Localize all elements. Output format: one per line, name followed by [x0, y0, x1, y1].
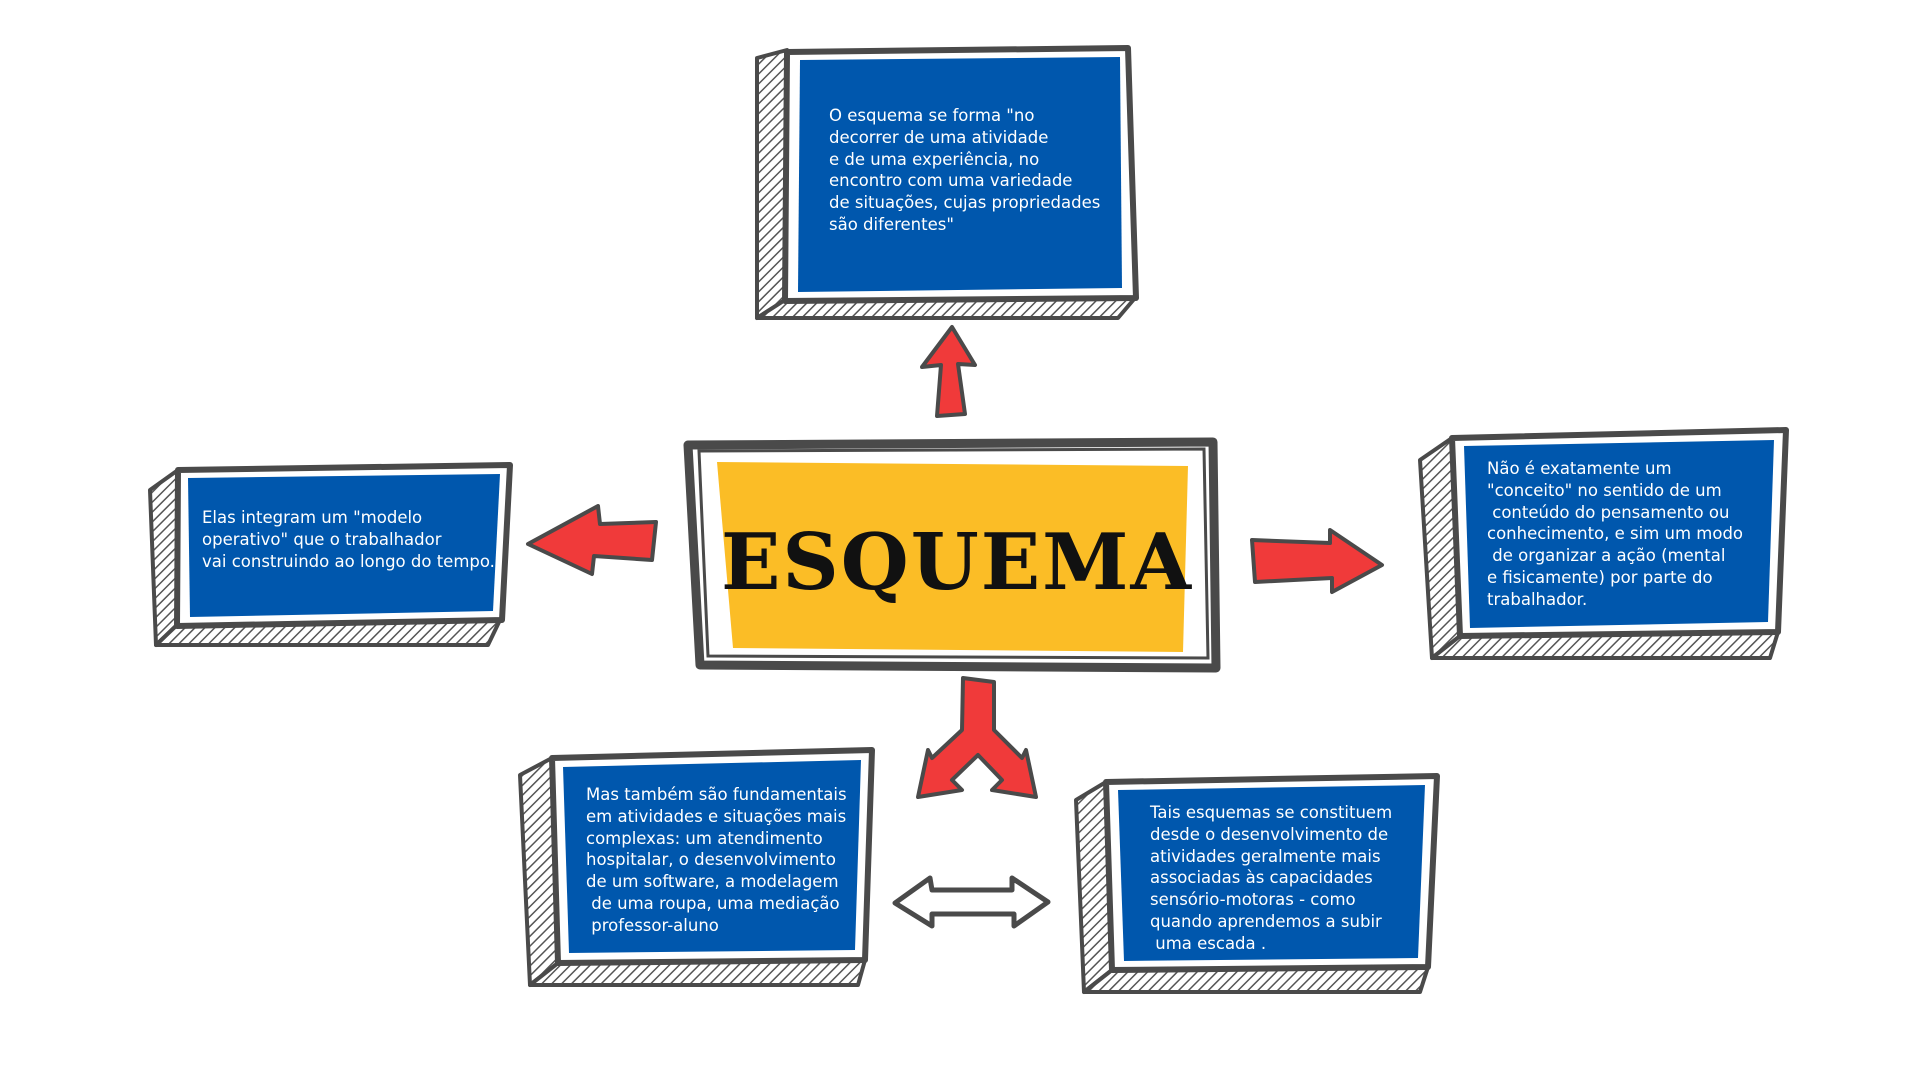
center-title: ESQUEMA [720, 516, 1194, 608]
node-right-fill [1464, 440, 1774, 628]
node-left-fill [188, 474, 500, 617]
node-left-side-hatch [148, 468, 180, 647]
node-right-box [1418, 427, 1789, 660]
node-bottom-right-fill [1118, 785, 1425, 961]
node-top-fill [798, 57, 1122, 292]
node-right-text: Não é exatamente um "conceito" no sentid… [1487, 459, 1744, 609]
center-fill [717, 462, 1188, 652]
node-bottom-left-text: Mas também são fundamentais em atividade… [586, 785, 847, 935]
arrow-split-down [916, 676, 1038, 799]
arrow-left [526, 504, 658, 576]
arrow-double-horizontal [892, 875, 1051, 929]
arrow-up [920, 325, 977, 418]
node-bottom-left-box [518, 747, 875, 987]
arrow-right [1250, 528, 1384, 594]
node-bottom-right-text: Tais esquemas se constituem desde o dese… [1150, 803, 1393, 953]
node-bottom-right-box [1074, 773, 1440, 994]
node-bottom-left-fill [563, 760, 861, 953]
node-left-text: Elas integram um "modelo operativo" que … [202, 508, 495, 571]
node-top-text: O esquema se forma "no decorrer de uma a… [829, 106, 1101, 234]
node-left-box [148, 462, 513, 647]
center-box [683, 437, 1221, 673]
center-frame-inner [697, 447, 1210, 660]
node-top-box [755, 45, 1139, 320]
